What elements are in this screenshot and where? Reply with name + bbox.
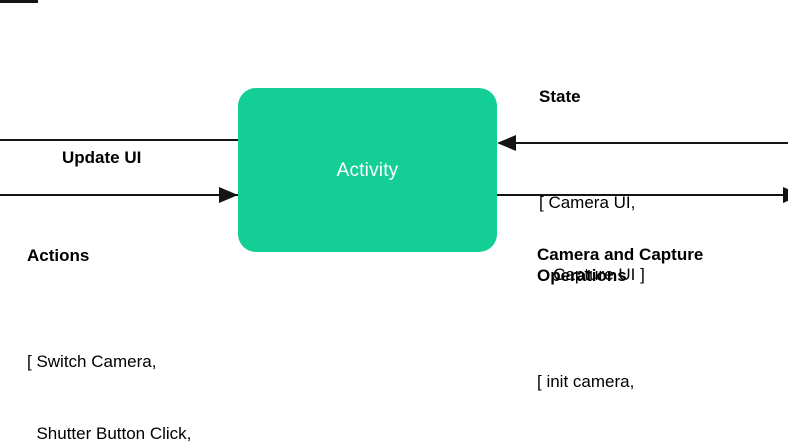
edge-label-actions-title: Actions <box>27 246 90 265</box>
edge-line-actions <box>0 194 238 196</box>
list-item: Capture UI ] <box>539 265 645 284</box>
edge-label-update-ui-title: Update UI <box>62 148 142 167</box>
edge-line-update-ui <box>0 139 242 141</box>
edge-label-actions-items: [ Switch Camera, Shutter Button Click, C… <box>27 302 233 444</box>
list-item: [ init camera, <box>537 372 635 391</box>
list-item: [ Switch Camera, <box>27 352 157 371</box>
edge-label-camera-operations-items: [ init camera, start preview, stop previ… <box>537 322 703 444</box>
activity-node-label: Activity <box>336 159 399 181</box>
edge-label-camera-operations-title: Camera and Capture Operations <box>537 245 704 285</box>
activity-node[interactable]: Activity <box>238 88 497 252</box>
edge-label-state: State [ Camera UI, Capture UI ] <box>539 50 645 371</box>
edge-line-camera-operations <box>495 194 788 196</box>
edge-label-camera-operations: Camera and Capture Operations [ init cam… <box>537 208 703 444</box>
edge-label-update-ui: Update UI <box>62 111 141 204</box>
edge-label-state-items: [ Camera UI, Capture UI ] <box>539 143 645 335</box>
list-item: Shutter Button Click, <box>27 424 192 443</box>
edge-label-state-title: State <box>539 87 581 106</box>
arrowhead-camera-operations-icon <box>783 187 788 203</box>
list-item: [ Camera UI, <box>539 193 636 212</box>
cropped-bar-artifact <box>0 0 38 3</box>
arrowhead-actions-icon <box>219 187 238 203</box>
edge-label-actions: Actions [ Switch Camera, Shutter Button … <box>27 209 233 444</box>
arrowhead-state-icon <box>497 135 516 151</box>
edge-line-state <box>512 142 788 144</box>
